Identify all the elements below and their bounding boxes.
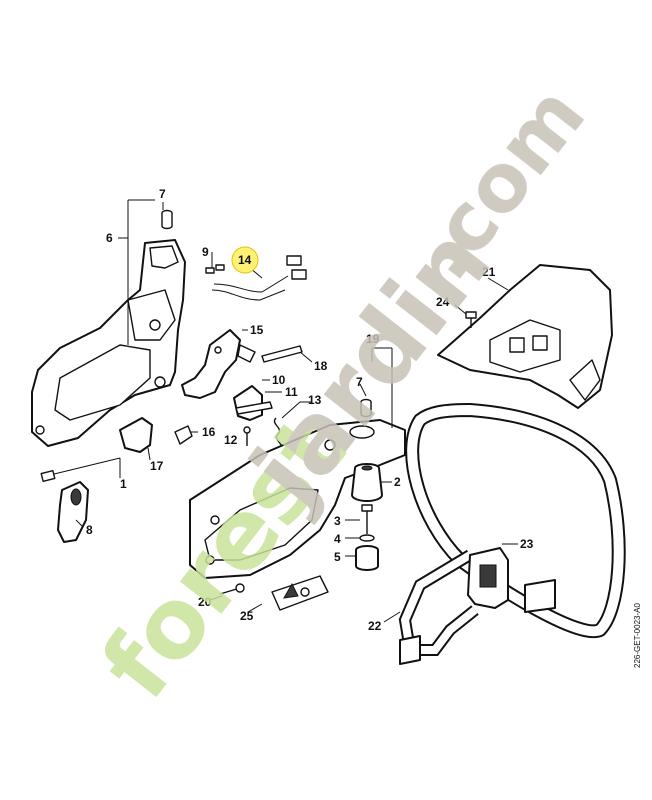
leader-lines xyxy=(75,199,518,623)
screw-part-3 xyxy=(361,504,373,534)
callout-17: 17 xyxy=(150,459,164,473)
callout-6: 6 xyxy=(106,231,113,245)
callout-7-top: 7 xyxy=(159,187,166,201)
av-buffer-part xyxy=(351,463,383,502)
callout-11: 11 xyxy=(285,385,298,399)
callout-15: 15 xyxy=(250,323,264,337)
callout-3: 3 xyxy=(334,514,341,528)
grip-cover-part xyxy=(57,481,89,543)
switch-bracket-part xyxy=(119,417,193,453)
callout-13: 13 xyxy=(308,393,322,407)
callout-14: 14 xyxy=(238,253,252,267)
screw-part-20 xyxy=(219,583,245,595)
callout-10: 10 xyxy=(272,373,286,387)
callout-2: 2 xyxy=(394,475,401,489)
callout-22: 22 xyxy=(368,619,382,633)
lock-lever-part xyxy=(233,385,273,421)
watermark: forest jardin .com xyxy=(80,69,603,719)
warning-label-part xyxy=(271,575,329,611)
throttle-cable-part xyxy=(40,457,121,483)
sleeve-part-right xyxy=(360,398,372,418)
callout-25: 25 xyxy=(240,609,254,623)
callout-5: 5 xyxy=(334,550,341,564)
callout-highlight xyxy=(231,246,259,274)
callout-12: 12 xyxy=(224,433,238,447)
callout-4: 4 xyxy=(334,532,341,546)
watermark-com: .com xyxy=(397,69,603,297)
housing-shell-part xyxy=(189,419,406,579)
document-code: 226-GET-0023-A0 xyxy=(633,603,642,668)
buffer-lower-part xyxy=(355,545,379,571)
callout-20: 20 xyxy=(198,595,212,609)
callout-24: 24 xyxy=(436,295,450,309)
pin-part-18 xyxy=(261,345,303,363)
callout-19: 19 xyxy=(366,332,380,346)
trigger-lever-part xyxy=(181,329,256,399)
callout-16: 16 xyxy=(202,425,216,439)
cable-harness-part xyxy=(205,255,307,301)
callout-21: 21 xyxy=(482,265,496,279)
handle-housing-part xyxy=(31,239,186,447)
cover-part-21 xyxy=(437,264,613,409)
washer-part-4 xyxy=(359,534,375,542)
callout-8: 8 xyxy=(86,523,93,537)
callout-labels: 1 2 3 4 5 6 7 7 8 9 10 11 12 13 14 15 16… xyxy=(86,187,534,633)
sleeve-part-top xyxy=(161,209,173,230)
callout-9: 9 xyxy=(202,245,209,259)
callout-7-right: 7 xyxy=(356,375,363,389)
screw-part-12 xyxy=(243,426,251,446)
loop-handle-part xyxy=(398,402,626,665)
screw-part-24 xyxy=(465,311,477,328)
clamp-part-23 xyxy=(467,547,509,609)
callout-18: 18 xyxy=(314,359,328,373)
callout-23: 23 xyxy=(520,537,534,551)
callout-1: 1 xyxy=(120,477,127,491)
